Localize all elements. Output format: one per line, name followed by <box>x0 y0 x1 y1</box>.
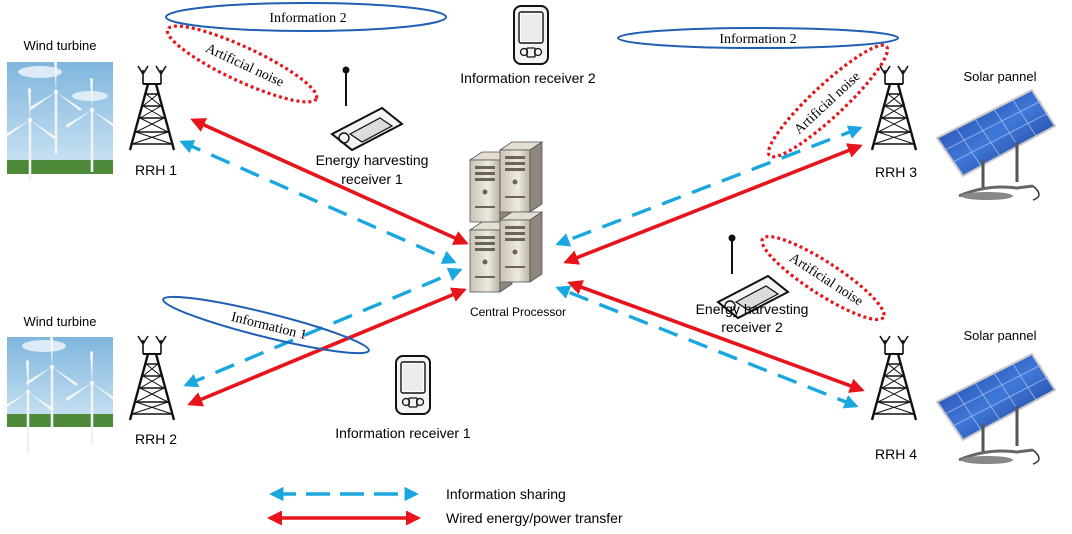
rrh4-tower-icon <box>870 334 918 422</box>
power-arrow-rrh4 <box>567 280 865 393</box>
rrh2-label: RRH 2 <box>135 431 177 447</box>
information-receiver-2-label: Information receiver 2 <box>460 70 596 86</box>
legend-wired-power-label: Wired energy/power transfer <box>446 510 623 526</box>
information-receiver-2-icon <box>513 5 549 65</box>
information-receiver-1-label: Information receiver 1 <box>335 425 471 441</box>
info-arrow-rrh3 <box>555 125 863 247</box>
wind-turbine-top-label: Wind turbine <box>24 38 97 53</box>
energy-harvesting-receiver-1-icon <box>331 65 403 151</box>
rrh3-tower-icon <box>870 64 918 152</box>
artificial-noise-rrh4-beam <box>760 234 886 322</box>
ehr1-label-line2: receiver 1 <box>341 171 403 187</box>
ehr1-label-line1: Energy harvesting <box>316 152 429 168</box>
info-arrow-rrh1 <box>179 140 457 264</box>
solar-panel-image-bottom <box>935 352 1057 466</box>
central-processor-label: Central Processor <box>470 305 566 319</box>
rrh4-label: RRH 4 <box>875 446 917 462</box>
information-2-left-label: Information 2 <box>269 11 346 26</box>
solar-bottom-label: Solar pannel <box>964 328 1037 343</box>
information-2-right-label: Information 2 <box>719 32 796 47</box>
information-2-right-beam <box>617 27 899 49</box>
power-arrow-rrh1 <box>190 118 469 245</box>
central-processor-server-icon <box>469 141 543 293</box>
info-arrow-rrh4 <box>555 285 859 409</box>
legend: Information sharing Wired energy/power t… <box>266 486 623 526</box>
rrh3-label: RRH 3 <box>875 164 917 180</box>
wind-turbine-image-bottom <box>0 333 120 456</box>
rrh1-label: RRH 1 <box>135 162 177 178</box>
power-arrow-rrh3 <box>563 143 863 265</box>
artificial-noise-rrh3-beam <box>766 43 890 159</box>
rrh1-tower-icon <box>128 64 176 152</box>
information-receiver-1-icon <box>395 355 431 415</box>
artificial-noise-rrh1-beam <box>165 24 319 104</box>
information-1-beam <box>162 295 370 355</box>
rrh2-tower-icon <box>128 334 176 422</box>
wind-turbine-bottom-label: Wind turbine <box>24 314 97 329</box>
artificial-noise-rrh1-label: Artificial noise <box>203 41 286 90</box>
ehr2-label-line2: receiver 2 <box>721 319 783 335</box>
solar-top-label: Solar pannel <box>964 69 1037 84</box>
information-2-left-beam <box>165 2 447 32</box>
solar-panel-image-top <box>935 88 1057 202</box>
info-arrow-rrh2 <box>183 267 463 388</box>
legend-information-sharing-label: Information sharing <box>446 486 566 502</box>
ehr2-label-line1: Energy harvesting <box>696 301 809 317</box>
wind-turbine-image-top <box>2 58 120 184</box>
